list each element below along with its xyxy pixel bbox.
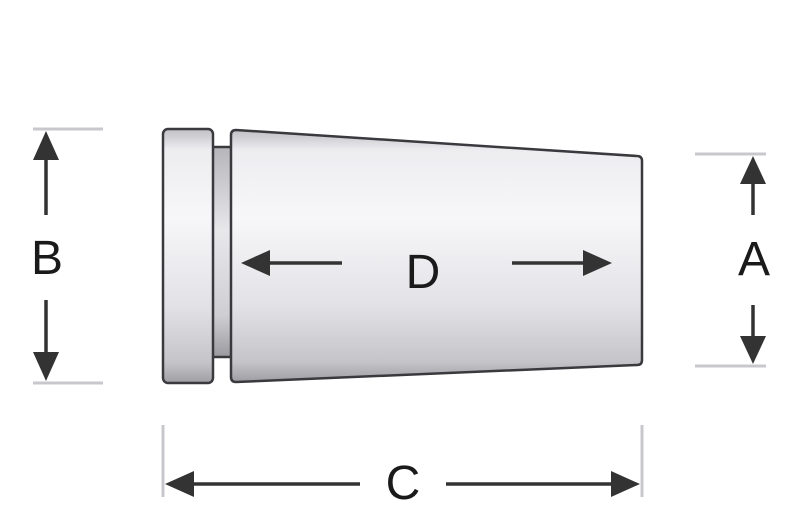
dimension-label-b: B (31, 232, 63, 285)
tapered-sleeve (161, 127, 644, 385)
arrow-down-icon (740, 336, 766, 364)
arrow-up-icon (33, 131, 59, 160)
arrow-left-icon (241, 250, 270, 276)
arrow-left-icon (165, 471, 194, 497)
tapered-body (229, 128, 644, 384)
dimension-d: D (241, 246, 612, 299)
arrow-down-icon (33, 352, 59, 381)
arrow-right-icon (611, 471, 640, 497)
dimension-c: C (161, 425, 644, 510)
dimension-label-a: A (738, 233, 770, 286)
dimension-label-d: D (406, 246, 441, 299)
dimension-label-c: C (386, 457, 421, 510)
dimension-b: B (31, 127, 103, 385)
dimension-a: A (695, 152, 770, 368)
flange (161, 127, 215, 385)
arrow-up-icon (740, 156, 766, 184)
arrow-right-icon (583, 250, 612, 276)
